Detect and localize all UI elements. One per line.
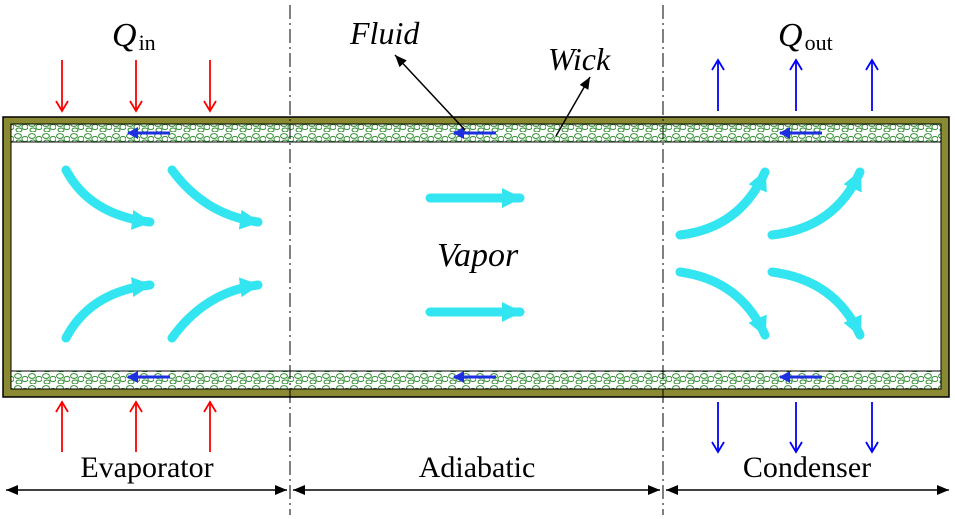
vapor-core — [10, 141, 942, 372]
fluid-arrows — [127, 127, 822, 383]
curved-arrow-icon — [61, 165, 155, 230]
wick-label: Wick — [548, 41, 611, 77]
heat-in-arrows-top — [55, 60, 217, 113]
wick-leader — [555, 76, 591, 137]
curved-arrow-icon — [61, 277, 155, 343]
section-label-adiabatic: Adiabatic — [419, 451, 536, 484]
vapor-label: Vapor — [437, 237, 519, 274]
wick-bottom — [10, 370, 942, 390]
section-label-evaporator: Evaporator — [80, 451, 213, 484]
curved-arrow-icon — [167, 277, 263, 343]
curved-arrow-icon — [675, 267, 770, 340]
fluid-label: Fluid — [349, 15, 420, 51]
heat-out-arrows-bottom — [711, 402, 879, 454]
curved-arrow-icon — [767, 167, 865, 240]
q-out-label: Qout — [778, 17, 833, 55]
section-label-condenser: Condenser — [743, 451, 871, 484]
heat-out-arrows-top — [711, 58, 879, 111]
curved-arrow-icon — [167, 165, 263, 230]
q-in-label: Qin — [112, 17, 156, 55]
curved-arrow-icon — [767, 267, 865, 340]
vapor-arrows — [61, 165, 865, 343]
fluid-leader — [394, 54, 466, 131]
heat-in-arrows-bottom — [55, 400, 217, 452]
curved-arrow-icon — [675, 167, 770, 240]
